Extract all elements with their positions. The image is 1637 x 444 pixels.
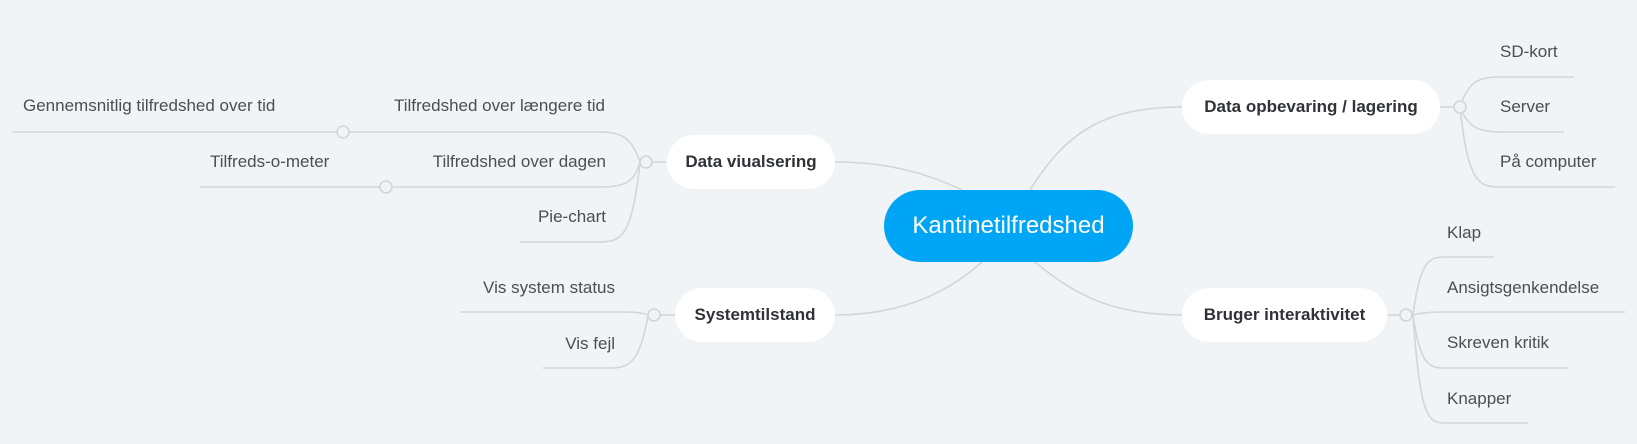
leaf-viz-day[interactable]: Tilfredshed over dagen — [432, 152, 606, 171]
connector-viz-pie — [520, 161, 641, 243]
leaf-interaction-written[interactable]: Skreven kritik — [1447, 333, 1550, 352]
leaf-system-error[interactable]: Vis fejl — [565, 334, 615, 353]
leaf-viz-day-meter[interactable]: Tilfreds-o-meter — [210, 152, 330, 171]
connector-viz-day — [200, 161, 641, 188]
leaf-viz-long[interactable]: Tilfredshed over længere tid — [393, 96, 605, 115]
root-label: Kantinetilfredshed — [912, 212, 1105, 239]
leaf-interaction-buttons[interactable]: Knapper — [1447, 389, 1512, 408]
root-node[interactable]: Kantinetilfredshed — [884, 190, 1133, 262]
leaf-system-status[interactable]: Vis system status — [483, 278, 615, 297]
connector-root-interaction — [1034, 261, 1184, 316]
branch-interaction-label: Bruger interaktivitet — [1203, 305, 1366, 324]
leaf-storage-computer[interactable]: På computer — [1500, 152, 1597, 171]
connector-interaction-klap — [1412, 256, 1494, 316]
branch-interaction[interactable]: Bruger interaktivitet — [1182, 288, 1387, 342]
connector-storage-sdkort — [1459, 76, 1574, 108]
connector-system-error — [543, 314, 649, 369]
hub-viz-long — [336, 125, 350, 139]
connector-root-visualization — [834, 161, 963, 191]
leaf-storage-sdkort[interactable]: SD-kort — [1500, 42, 1558, 61]
connector-interaction-face — [1412, 311, 1625, 316]
connector-root-system — [834, 261, 983, 316]
hub-viz-day — [379, 180, 393, 194]
branch-system-label: Systemtilstand — [694, 305, 816, 324]
branch-storage[interactable]: Data opbevaring / lagering — [1182, 80, 1440, 134]
hub-visualization — [639, 155, 653, 169]
leaf-storage-server[interactable]: Server — [1500, 97, 1551, 116]
branch-system[interactable]: Systemtilstand — [675, 288, 835, 342]
branch-storage-label: Data opbevaring / lagering — [1204, 97, 1418, 116]
connector-interaction-written — [1412, 314, 1568, 369]
connector-system-status — [460, 311, 649, 316]
connector-root-storage — [1029, 106, 1184, 191]
connector-interaction-buttons — [1412, 314, 1528, 424]
connector-storage-computer — [1459, 106, 1615, 188]
leaf-viz-pie[interactable]: Pie-chart — [537, 207, 606, 226]
leaf-interaction-face[interactable]: Ansigtsgenkendelse — [1447, 278, 1600, 297]
leaf-interaction-klap[interactable]: Klap — [1447, 223, 1482, 242]
hub-interaction — [1399, 308, 1413, 322]
hub-system — [647, 308, 661, 322]
branch-visualization-label: Data viualsering — [685, 152, 817, 171]
leaf-viz-long-average[interactable]: Gennemsnitlig tilfredshed over tid — [23, 96, 276, 115]
branch-visualization[interactable]: Data viualsering — [667, 135, 835, 189]
connector-viz-long — [12, 131, 641, 163]
hub-storage — [1453, 100, 1467, 114]
